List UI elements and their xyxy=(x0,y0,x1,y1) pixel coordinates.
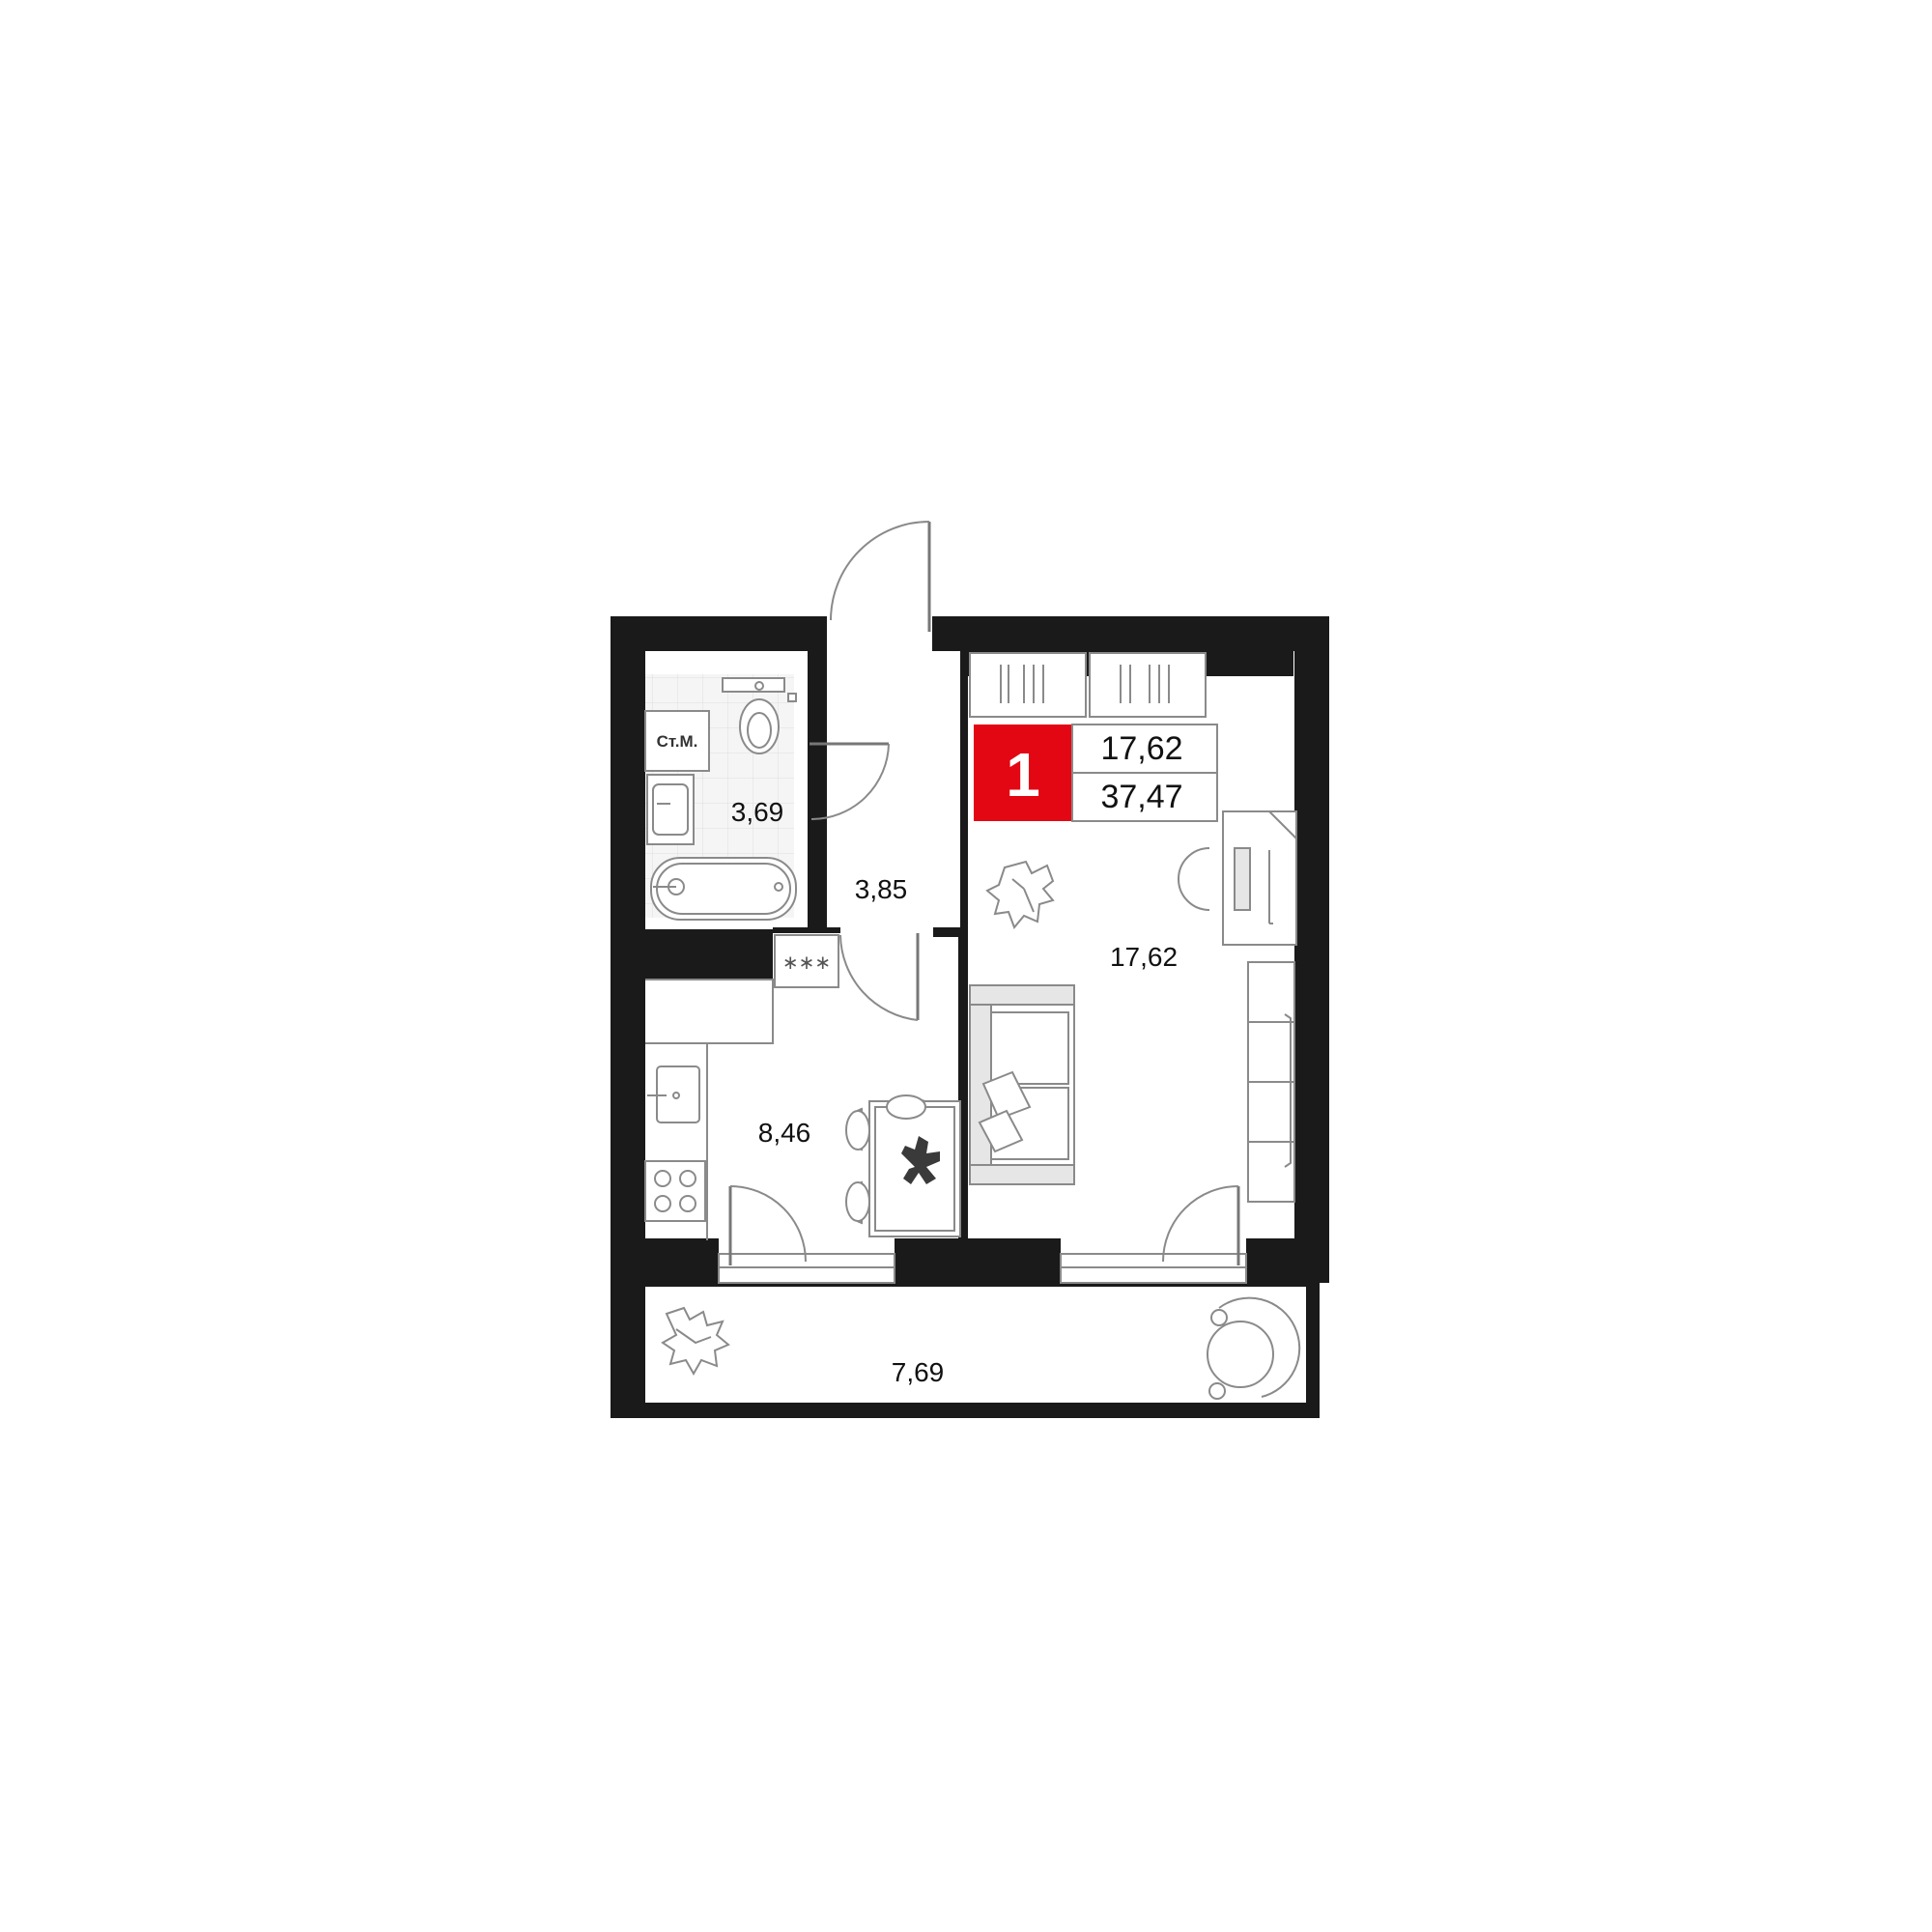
bathroom-area: 3,69 xyxy=(731,797,784,827)
living-area-value: 17,62 xyxy=(1100,730,1182,767)
total-area-value: 37,47 xyxy=(1100,779,1182,815)
living-area: 17,62 xyxy=(1110,942,1178,972)
kitchen-sink-icon xyxy=(647,1065,700,1123)
hall-area: 3,85 xyxy=(855,874,908,904)
sofa-icon xyxy=(969,984,1075,1185)
balcony-chair-icon xyxy=(1207,1296,1301,1400)
rooms-count-badge xyxy=(974,724,1072,821)
stove-icon xyxy=(644,1160,706,1222)
bookshelf-icon xyxy=(1247,961,1295,1203)
svg-text:Ст.М.: Ст.М. xyxy=(657,732,698,751)
kitchen-area: 8,46 xyxy=(758,1118,811,1148)
doors xyxy=(728,521,1240,1265)
rooms-count: 1 xyxy=(1006,740,1040,810)
sink-icon xyxy=(646,774,695,845)
unit-badge: 1 17,62 37,47 xyxy=(974,724,1218,822)
kitchen-counter xyxy=(645,979,774,1240)
plant-icon xyxy=(985,860,1055,929)
dining-table-icon xyxy=(845,1094,961,1237)
svg-text:∗∗∗: ∗∗∗ xyxy=(782,951,831,974)
wardrobe-icon xyxy=(969,652,1207,718)
plant-dark-icon xyxy=(901,1136,940,1184)
bathtub-icon xyxy=(650,857,797,921)
walls xyxy=(611,616,1329,1418)
windows xyxy=(718,1253,1247,1284)
toilet-icon xyxy=(722,677,797,754)
balcony-area: 7,69 xyxy=(892,1357,945,1387)
balcony-plant-icon xyxy=(661,1306,730,1377)
washing-machine-icon: Ст.М. xyxy=(644,710,710,772)
vent-grille-icon: ∗∗∗ xyxy=(774,934,839,988)
desk-icon xyxy=(1178,810,1297,946)
